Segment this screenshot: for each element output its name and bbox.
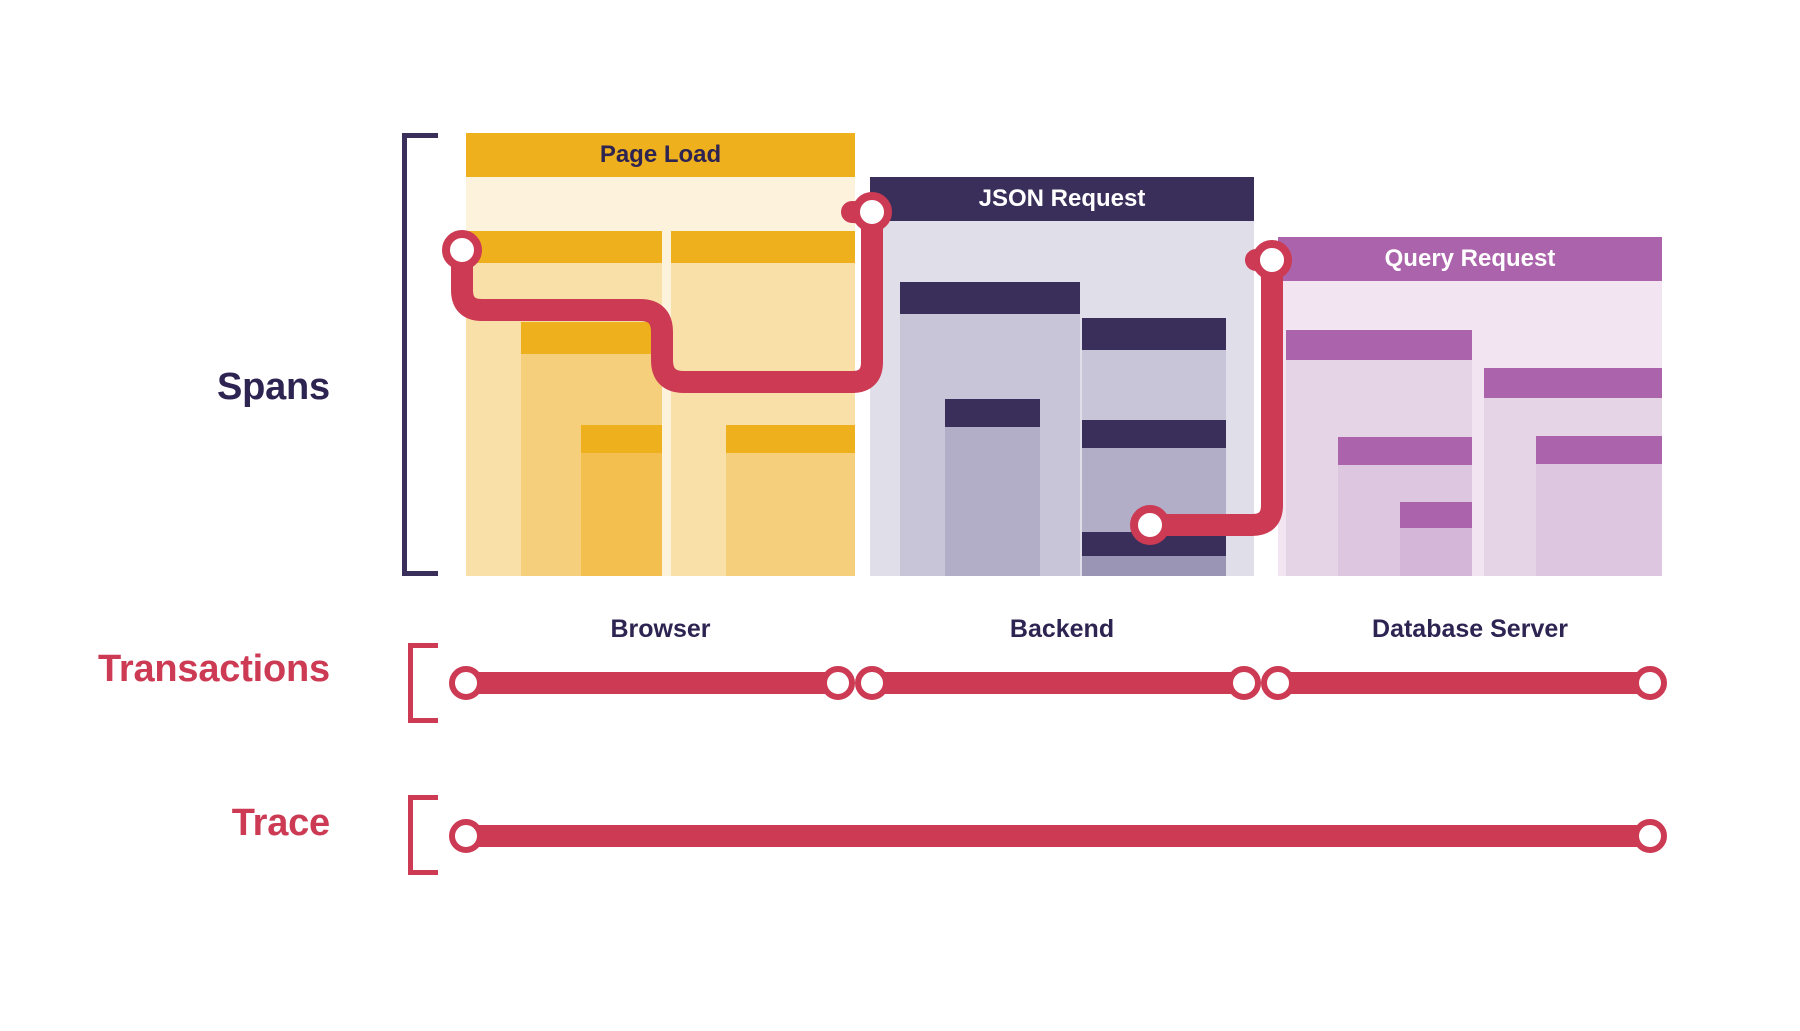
span-group-backend: JSON Request [870, 177, 1254, 576]
transactions-bracket [408, 643, 438, 723]
transaction-bar-backend[interactable] [870, 672, 1254, 694]
transaction-node-database-start[interactable] [1261, 666, 1295, 700]
span-bar-browser-2-child [726, 425, 855, 576]
span-group-browser: Page Load [466, 133, 855, 576]
span-bar-head [521, 322, 662, 354]
span-bar-backend-2-grandchild [1082, 532, 1226, 576]
span-bar-head [1082, 318, 1226, 350]
span-bar-head [1286, 330, 1472, 360]
transaction-node-browser-end[interactable] [821, 666, 855, 700]
transaction-node-database-end[interactable] [1633, 666, 1667, 700]
span-bar-head [1400, 502, 1472, 528]
trace-row-label: Trace [231, 802, 331, 844]
span-bar-head [1082, 420, 1226, 448]
spans-row-label: Spans [216, 366, 330, 408]
service-caption-browser: Browser [610, 615, 711, 643]
span-bar-head [581, 425, 662, 453]
span-bar-head [945, 399, 1040, 427]
trace-bracket [408, 795, 438, 875]
span-group-database: Query Request [1278, 237, 1662, 576]
transaction-node-browser-start[interactable] [449, 666, 483, 700]
span-bar-head [1082, 532, 1226, 556]
span-title-json-request: JSON Request [870, 177, 1254, 221]
trace-node-start[interactable] [449, 819, 483, 853]
service-caption-database: Database Server [1372, 615, 1568, 643]
span-bar-head [1536, 436, 1662, 464]
span-bar-backend-1-child [945, 399, 1040, 576]
transactions-row-label: Transactions [97, 648, 330, 690]
span-title-page-load: Page Load [466, 133, 855, 177]
spans-bracket [402, 133, 438, 576]
span-bar-head [1484, 368, 1662, 398]
span-bar-database-2-child [1536, 436, 1662, 576]
transaction-node-backend-end[interactable] [1227, 666, 1261, 700]
span-bar-head [671, 231, 855, 263]
trace-bar[interactable] [466, 825, 1662, 847]
span-bar-head [1338, 437, 1472, 465]
span-bar-head [466, 231, 662, 263]
transaction-bar-database[interactable] [1278, 672, 1662, 694]
span-title-query-request: Query Request [1278, 237, 1662, 281]
span-bar-database-1-grandchild [1400, 502, 1472, 576]
transaction-node-backend-start[interactable] [855, 666, 889, 700]
transaction-bar-browser[interactable] [466, 672, 850, 694]
trace-node-end[interactable] [1633, 819, 1667, 853]
span-bar-browser-1-grandchild [581, 425, 662, 576]
span-bar-head [726, 425, 855, 453]
service-caption-backend: Backend [1009, 615, 1115, 643]
span-bar-head [900, 282, 1080, 314]
